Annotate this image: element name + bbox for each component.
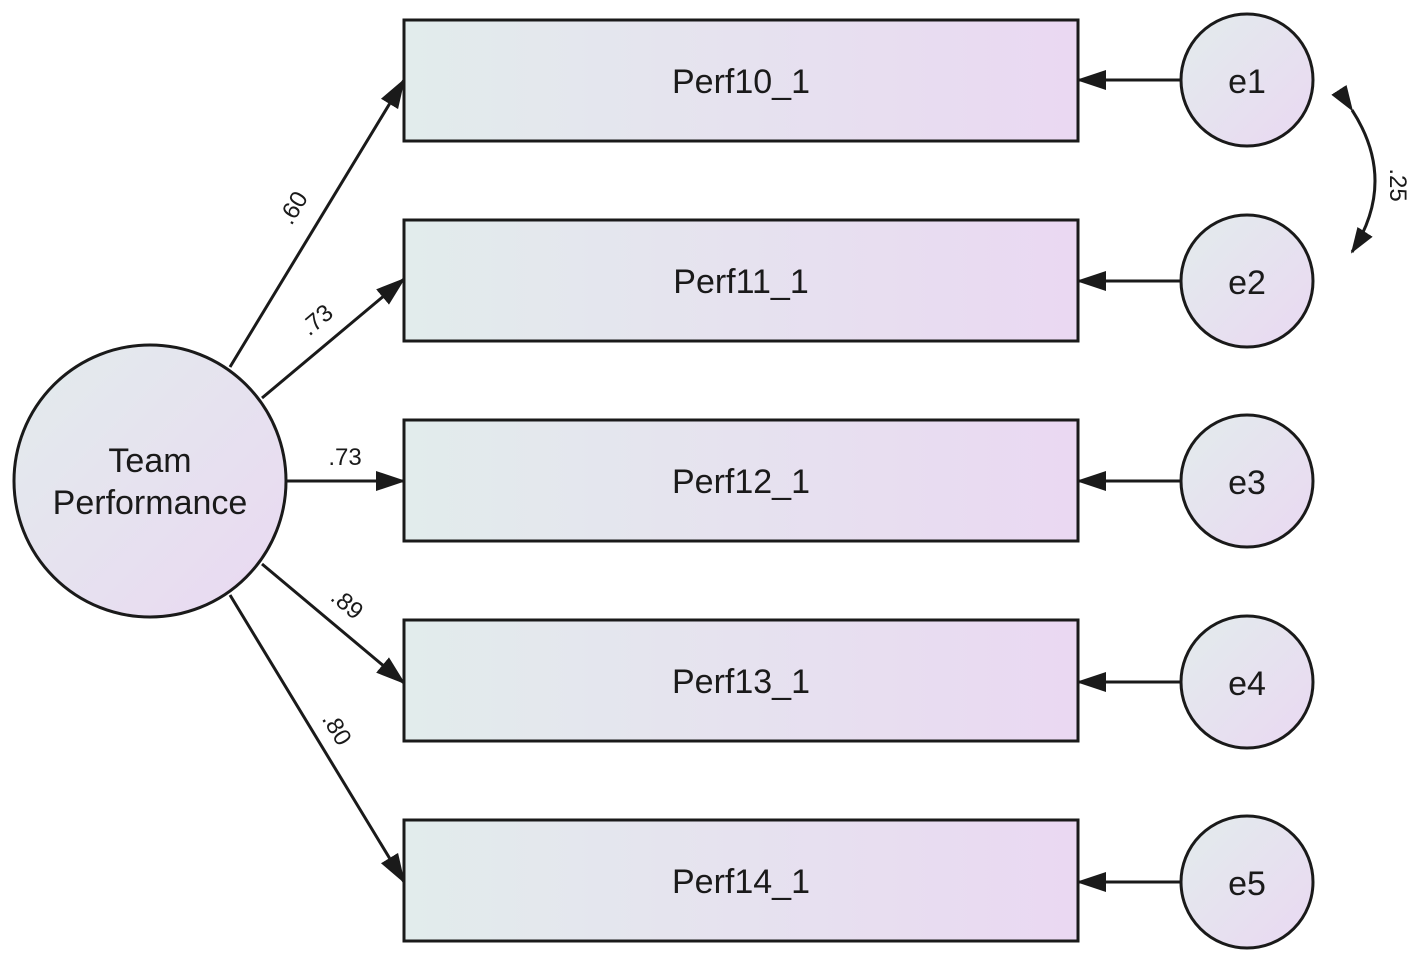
loading-path-perf14 [228,594,406,884]
loading-label-perf11: .73 [296,299,339,341]
loading-path-perf10 [228,78,406,368]
indicator-perf11: Perf11_1 [402,218,1080,343]
error-label: e1 [1228,63,1266,101]
loading-path-perf13 [261,562,406,685]
error-node-e1: e1 [1179,12,1315,148]
error-node-e2: e2 [1179,213,1315,349]
error-label: e3 [1228,464,1266,502]
covariance-label: .25 [1384,168,1411,201]
covariance-arc-e1-e2 [1331,84,1377,254]
indicator-perf13: Perf13_1 [402,618,1080,743]
error-label: e5 [1228,865,1266,903]
loading-label-perf12: .73 [328,444,361,471]
error-label: e4 [1228,665,1266,703]
loading-path-perf11 [261,277,406,400]
indicator-perf12: Perf12_1 [402,418,1080,543]
latent-node-team-performance: Team Performance [12,343,288,619]
loading-label-perf13: .89 [325,583,368,625]
indicator-perf10: Perf10_1 [402,18,1080,143]
error-node-e4: e4 [1179,614,1315,750]
loading-label-perf14: .80 [316,708,356,751]
indicator-label: Perf11_1 [673,263,808,301]
error-label: e2 [1228,264,1266,302]
indicator-label: Perf13_1 [672,663,810,701]
loading-label-perf10: .60 [273,187,313,230]
indicator-label: Perf12_1 [672,463,810,501]
indicator-label: Perf14_1 [672,863,810,901]
latent-label-line2: Performance [53,484,248,522]
indicator-label: Perf10_1 [672,63,810,101]
error-node-e5: e5 [1179,814,1315,950]
error-node-e3: e3 [1179,413,1315,549]
indicator-perf14: Perf14_1 [402,818,1080,943]
latent-label-line1: Team [108,442,191,480]
